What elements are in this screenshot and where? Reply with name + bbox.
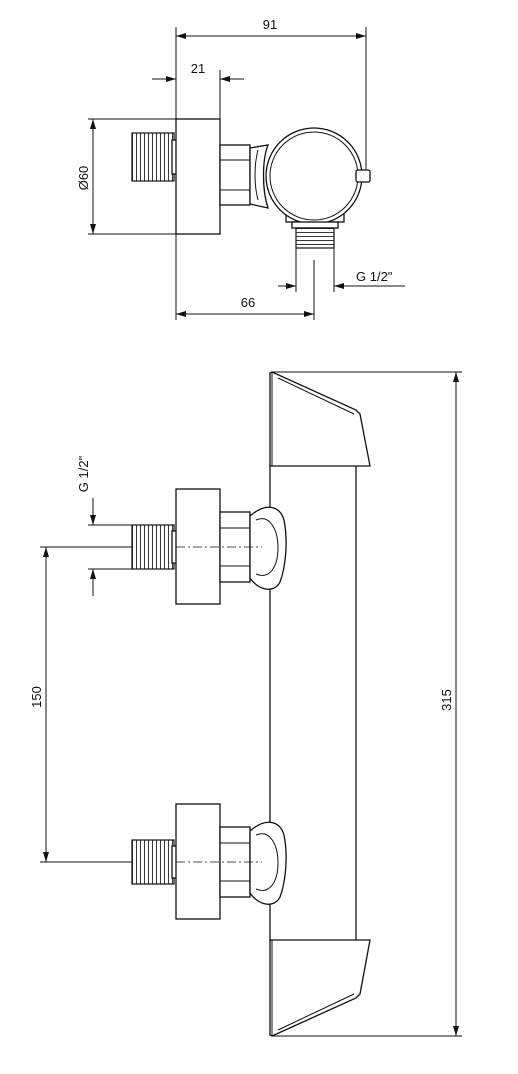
dim-outlet-thread-label: G 1/2" <box>356 269 393 284</box>
front-view: G 1/2" 150 315 <box>29 371 462 1037</box>
top-hex-nut <box>219 144 251 206</box>
dim-diameter: Ø60 <box>76 118 176 235</box>
dim-total-length: 315 <box>272 371 462 1037</box>
front-upper-inlet <box>131 488 287 605</box>
dim-outlet-offset-label: 66 <box>241 295 255 310</box>
dim-inlet-spacing-label: 150 <box>29 686 44 708</box>
top-connector <box>249 144 270 209</box>
dim-inlet-spacing: 150 <box>29 546 132 863</box>
top-escutcheon <box>175 118 221 235</box>
front-bottom-handle <box>269 939 371 1037</box>
dim-inlet-thread-label: G 1/2" <box>76 455 91 492</box>
top-outlet-thread <box>291 221 339 249</box>
dim-outlet-thread: G 1/2" <box>278 248 405 292</box>
dim-width-total-label: 91 <box>263 17 277 32</box>
dim-width-total: 91 <box>175 17 367 172</box>
dim-inlet-thread: G 1/2" <box>76 455 132 596</box>
dim-wall-depth: 21 <box>152 61 244 120</box>
dim-total-length-label: 315 <box>439 689 454 711</box>
top-inlet-thread <box>131 132 178 182</box>
front-top-handle <box>269 371 371 467</box>
top-valve-body <box>265 127 371 225</box>
dim-diameter-label: Ø60 <box>76 166 91 191</box>
dim-outlet-offset: 66 <box>175 234 315 320</box>
front-lower-inlet <box>131 803 287 920</box>
dim-wall-depth-label: 21 <box>191 61 205 76</box>
top-view: 91 21 Ø60 <box>76 17 405 320</box>
